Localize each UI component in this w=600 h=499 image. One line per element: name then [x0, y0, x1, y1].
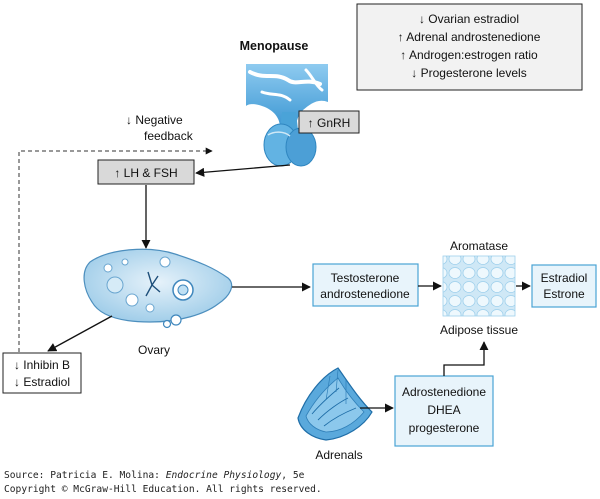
adipose-tissue-image [442, 255, 516, 317]
lh-fsh-box: ↑ LH & FSH [97, 159, 195, 185]
adipose-tissue-label: Adipose tissue [440, 323, 518, 337]
menopause-title: Menopause [240, 39, 309, 53]
copyright-line: Copyright © McGraw-Hill Education. All r… [4, 484, 322, 495]
ovary-illustration [83, 248, 233, 329]
summary-line-1: ↓ Ovarian estradiol [419, 12, 519, 26]
inhibin-label: ↓ Inhibin B [14, 358, 70, 372]
lh-fsh-label: ↑ LH & FSH [114, 166, 177, 180]
testosterone-box: Testosterone androstenedione [312, 263, 419, 307]
ovary-to-inhibin-arrow [47, 315, 113, 352]
aromatase-label: Aromatase [450, 239, 508, 253]
adrenal-gland-illustration [297, 367, 373, 441]
adrostenedione-box: Adrostenedione DHEA progesterone [394, 375, 494, 447]
source-citation: Source: Patricia E. Molina: Endocrine Ph… [4, 470, 322, 495]
hypothalamus-pituitary-illustration [246, 64, 328, 167]
source-book-title: Endocrine Physiology [166, 470, 282, 481]
summary-box: ↓ Ovarian estradiol ↑ Adrenal androstene… [356, 3, 583, 91]
estradiol-label: Estradiol [541, 271, 588, 285]
dhea-label: DHEA [427, 403, 460, 417]
source-prefix: Source: Patricia E. Molina: [4, 470, 166, 481]
estrone-label: Estrone [543, 287, 585, 301]
gnrh-box: ↑ GnRH [298, 110, 360, 134]
summary-line-2: ↑ Adrenal androstenedione [398, 30, 541, 44]
adrenals-label: Adrenals [315, 448, 362, 462]
testosterone-label: Testosterone [331, 271, 400, 285]
negative-feedback-line-1: ↓ Negative [126, 113, 183, 127]
inhibin-estradiol-box: ↓ Inhibin B ↓ Estradiol [2, 352, 82, 394]
source-line: Source: Patricia E. Molina: Endocrine Ph… [4, 470, 305, 481]
estradiol-decrease-label: ↓ Estradiol [14, 375, 70, 389]
progesterone-label: progesterone [409, 421, 480, 435]
negative-feedback-arrow [18, 147, 213, 352]
adrostenedione-label: Adrostenedione [402, 385, 486, 399]
ovary-label: Ovary [138, 343, 170, 357]
pituitary-to-lhfsh-arrow [195, 164, 291, 177]
summary-line-3: ↑ Androgen:estrogen ratio [400, 48, 538, 62]
adrostenedione-to-adipose-arrow [443, 341, 489, 376]
source-edition: , 5e [281, 470, 304, 481]
summary-line-4: ↓ Progesterone levels [411, 66, 526, 80]
estradiol-estrone-box: Estradiol Estrone [531, 264, 597, 308]
androstenedione-label: androstenedione [320, 287, 410, 301]
gnrh-label: ↑ GnRH [308, 116, 351, 130]
negative-feedback-line-2: feedback [144, 129, 194, 143]
